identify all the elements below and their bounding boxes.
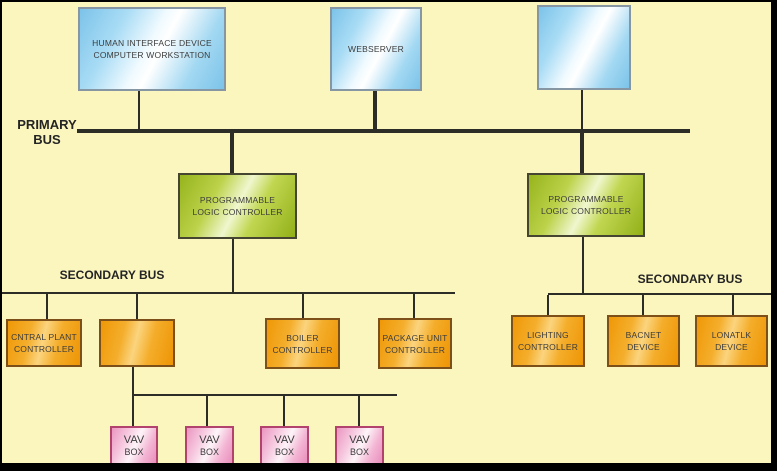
node-plc-left-label-line1: PROGRAMMABLE <box>199 195 276 205</box>
connector-primary-to-plc-left <box>230 133 234 173</box>
node-boiler-label-line2: CONTROLLER <box>272 344 333 355</box>
connector-boiler <box>302 294 304 318</box>
node-lighting-label-line1: LIGHTING <box>527 330 569 340</box>
node-vav4-label-line1: VAV <box>349 433 370 446</box>
node-vav2-label-line1: VAV <box>199 433 220 446</box>
connector-lighting <box>547 295 549 315</box>
primary-bus-label-line2: BUS <box>33 132 61 147</box>
connector-webserver-to-primary <box>373 91 377 130</box>
connector-server-to-primary <box>581 90 583 130</box>
secondary-bus-left-label: SECONDARY BUS <box>59 268 165 282</box>
node-vav-box-2: VAV BOX <box>185 426 234 463</box>
secondary-bus-right-line <box>548 293 771 295</box>
connector-vav4 <box>358 396 360 426</box>
node-plc-right-label-line2: LOGIC CONTROLLER <box>540 206 632 216</box>
node-workstation-label-line2: COMPUTER WORKSTATION <box>93 50 211 60</box>
node-vav-box-1: VAV BOX <box>110 426 158 463</box>
node-bacnet-label-line1: BACNET <box>625 330 662 340</box>
node-vav1-label-line2: BOX <box>124 446 144 457</box>
connector-bacnet <box>642 295 644 315</box>
connector-plc-left-to-secondary <box>232 239 234 293</box>
primary-bus-label-line1: PRIMARY <box>17 117 77 132</box>
node-plc-right: PROGRAMMABLE LOGIC CONTROLLER <box>527 173 645 237</box>
connector-plc-right-to-secondary <box>582 237 584 294</box>
node-vav-box-4: VAV BOX <box>335 426 384 463</box>
connector-vav2 <box>206 396 208 426</box>
node-central-plant-controller: CNTRAL PLANT CONTROLLER <box>6 319 82 367</box>
node-workstation-label-line1: HUMAN INTERFACE DEVICE <box>92 38 212 48</box>
node-lighting-controller: LIGHTING CONTROLLER <box>511 315 585 367</box>
node-vav-box-3: VAV BOX <box>260 426 309 463</box>
node-workstation: HUMAN INTERFACE DEVICE COMPUTER WORKSTAT… <box>78 7 226 91</box>
node-webserver-label: WEBSERVER <box>348 44 404 54</box>
connector-vav3 <box>283 396 285 426</box>
node-webserver: WEBSERVER <box>330 7 422 91</box>
connector-workstation-to-primary <box>138 91 140 130</box>
node-central-plant-label-line1: CNTRAL PLANT <box>11 332 77 342</box>
node-lonatlk-label-line1: LONATLK <box>711 330 752 340</box>
node-vav4-label-line2: BOX <box>349 446 369 457</box>
node-lonatlk-device: LONATLK DEVICE <box>695 315 768 367</box>
node-bacnet-device: BACNET DEVICE <box>607 315 680 367</box>
secondary-bus-left-line <box>2 292 455 294</box>
node-boiler-label-line1: BOILER <box>286 332 319 343</box>
secondary-bus-right-label: SECONDARY BUS <box>637 272 743 286</box>
primary-bus-line <box>77 129 690 133</box>
node-vav2-label-line2: BOX <box>199 446 219 457</box>
node-central-plant-label-line2: CONTROLLER <box>13 344 75 354</box>
connector-unlabeled-controller <box>136 294 138 319</box>
node-plc-left: PROGRAMMABLE LOGIC CONTROLLER <box>178 173 297 239</box>
primary-bus-label: PRIMARY BUS <box>12 117 82 147</box>
node-server-unlabeled <box>537 5 631 90</box>
node-plc-left-label-line2: LOGIC CONTROLLER <box>192 207 283 217</box>
connector-package-unit <box>413 294 415 318</box>
connector-primary-to-plc-right <box>580 133 584 173</box>
node-vav3-label-line1: VAV <box>274 433 295 446</box>
node-vav1-label-line1: VAV <box>123 433 145 446</box>
node-controller-unlabeled <box>99 319 175 367</box>
node-package-unit-controller: PACKAGE UNIT CONTROLLER <box>378 318 452 369</box>
vav-bus-line <box>132 394 397 396</box>
node-package-unit-label-line1: PACKAGE UNIT <box>382 332 448 343</box>
node-bacnet-label-line2: DEVICE <box>627 342 660 352</box>
node-boiler-controller: BOILER CONTROLLER <box>265 318 340 369</box>
node-plc-right-label-line1: PROGRAMMABLE <box>548 194 624 204</box>
connector-controller-to-vav-bus <box>132 367 134 426</box>
connector-central-plant <box>46 294 48 319</box>
node-vav3-label-line2: BOX <box>274 446 294 457</box>
node-package-unit-label-line2: CONTROLLER <box>384 344 446 355</box>
node-lonatlk-label-line2: DEVICE <box>715 342 748 352</box>
connector-lonatlk <box>732 295 734 315</box>
node-lighting-label-line2: CONTROLLER <box>517 342 579 352</box>
